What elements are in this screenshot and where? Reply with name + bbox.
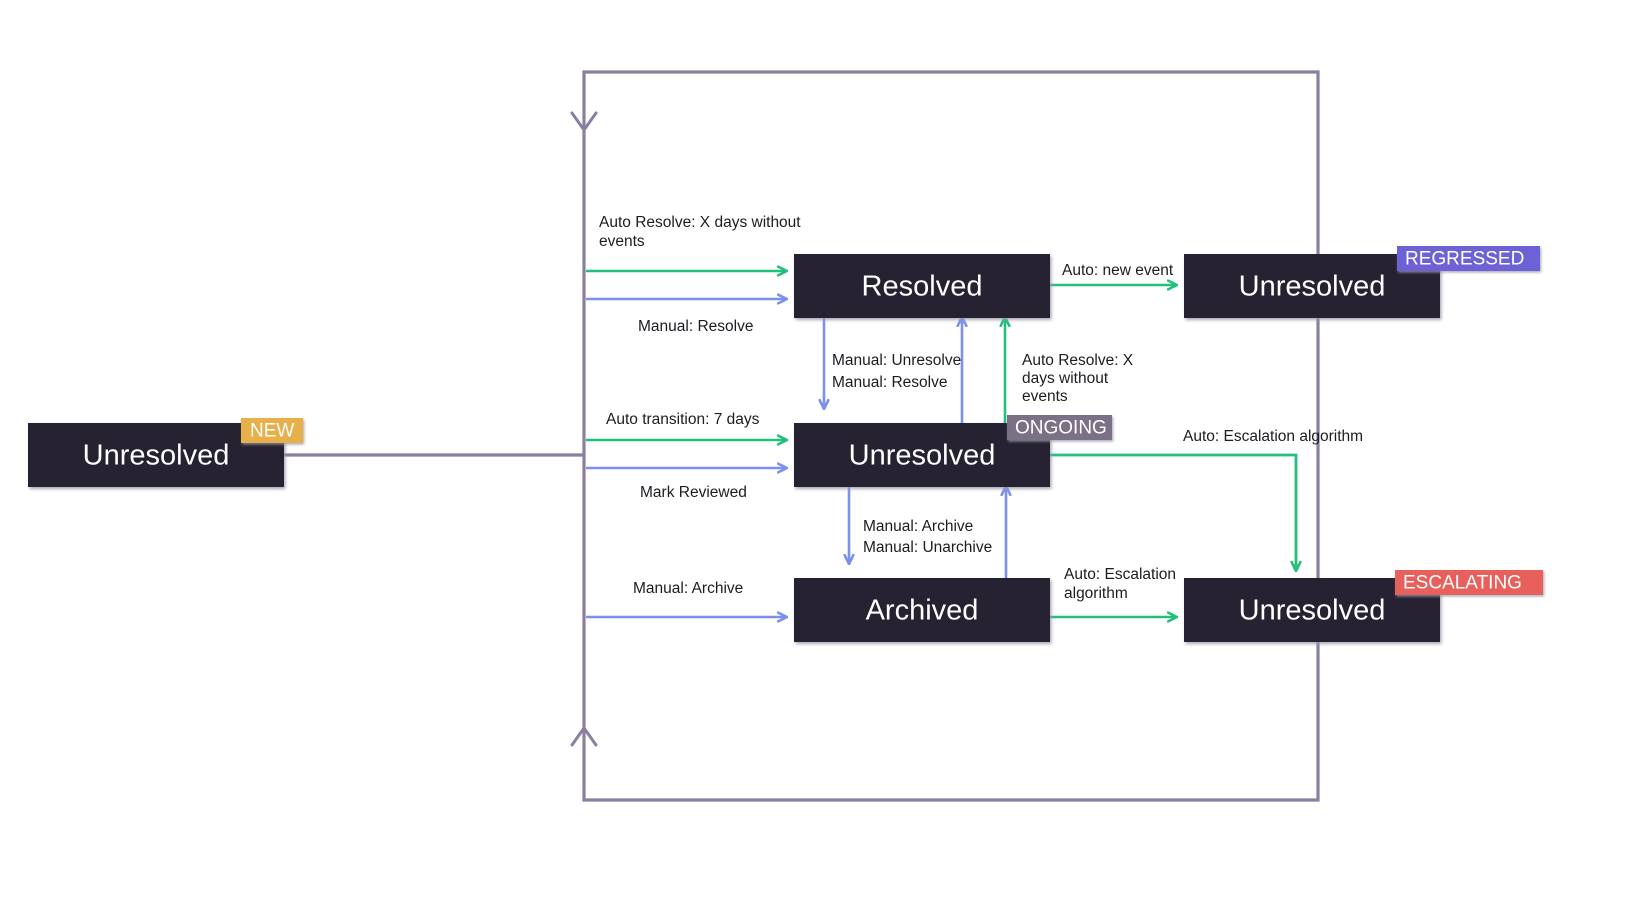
edge-label-manual-archive-unarchive: Manual: Archive Manual: Unarchive: [863, 518, 992, 556]
edge-label-auto-escalation-right: Auto: Escalation algorithm: [1183, 428, 1363, 445]
state-label: Unresolved: [1239, 271, 1386, 303]
state-nodes: Unresolved Resolved Unresolved Unresolve…: [28, 254, 1440, 642]
badge-label: ONGOING: [1015, 418, 1107, 439]
badge-label: ESCALATING: [1403, 573, 1522, 594]
badge-ongoing[interactable]: ONGOING: [1007, 415, 1112, 440]
edge-label-auto-transition-7-days: Auto transition: 7 days: [606, 411, 760, 428]
badge-background[interactable]: [1007, 415, 1112, 440]
edge-label-auto-new-event: Auto: new event: [1062, 262, 1174, 279]
edge-label-auto-resolve-top: Auto Resolve: X days without events: [599, 214, 805, 250]
state-box-rect[interactable]: [794, 254, 1050, 318]
lifecycle-frame-edges: [284, 70, 1320, 802]
state-label: Unresolved: [83, 440, 230, 472]
state-badges: NEW ONGOING REGRESSED ESCALATING: [241, 246, 1543, 595]
badge-label: NEW: [250, 421, 294, 442]
edge-label-auto-resolve-mid: Auto Resolve: X days without events: [1022, 352, 1137, 405]
frame-loop-path: [582, 70, 1320, 802]
edge-label-auto-escalation-bottom: Auto: Escalation algorithm: [1064, 566, 1180, 602]
edge-auto-escalation-ongoing: [1050, 453, 1296, 570]
edge-label-manual-resolve-top: Manual: Resolve: [638, 318, 753, 335]
frame-arrow-up-icon: [570, 726, 598, 747]
manual-transition-edges: [586, 299, 1006, 617]
badge-new[interactable]: NEW: [241, 418, 303, 443]
edge-labels: Auto Resolve: X days without events Manu…: [599, 214, 1363, 602]
badge-background[interactable]: [241, 418, 303, 443]
state-node-archived[interactable]: Archived: [794, 578, 1050, 642]
state-label: Unresolved: [1239, 595, 1386, 627]
state-label: Unresolved: [849, 440, 996, 472]
edge-label-mark-reviewed: Mark Reviewed: [640, 484, 747, 501]
badge-label: REGRESSED: [1405, 249, 1524, 270]
badge-background[interactable]: [1395, 570, 1543, 595]
edge-label-manual-unresolve-resolve: Manual: Unresolve Manual: Resolve: [832, 352, 966, 391]
badge-escalating[interactable]: ESCALATING: [1395, 570, 1543, 595]
edge-label-manual-archive-left: Manual: Archive: [633, 580, 743, 597]
frame-arrow-down-icon: [570, 111, 598, 132]
badge-regressed[interactable]: REGRESSED: [1397, 246, 1540, 271]
state-label: Resolved: [862, 271, 983, 303]
state-box-rect[interactable]: [794, 578, 1050, 642]
state-label: Archived: [866, 595, 979, 627]
state-node-new-unresolved[interactable]: Unresolved: [28, 423, 284, 487]
auto-transition-edges: [586, 271, 1296, 617]
badge-background[interactable]: [1397, 246, 1540, 271]
state-node-resolved[interactable]: Resolved: [794, 254, 1050, 318]
